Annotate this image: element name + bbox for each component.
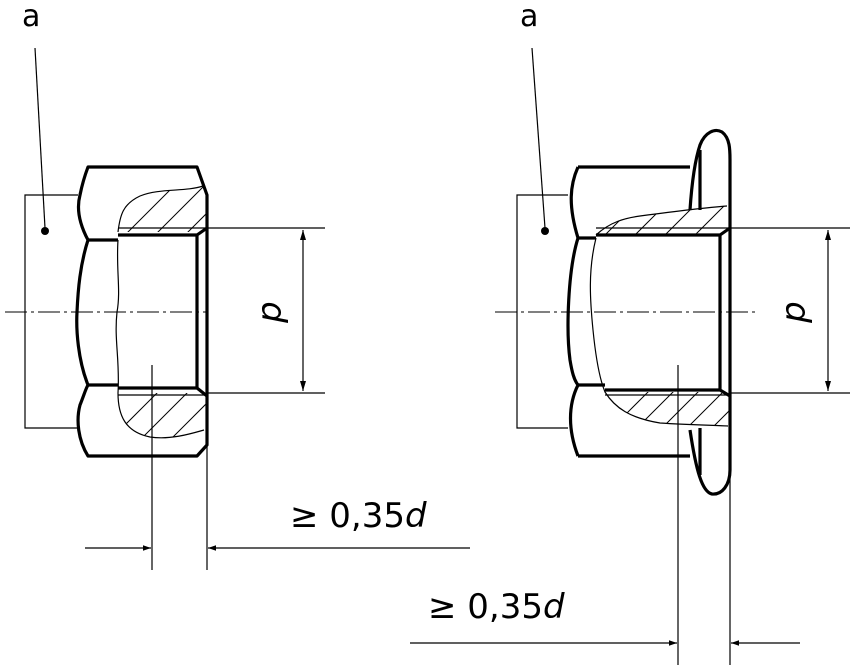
callout-label-a: a [520, 0, 538, 34]
section-hatch [118, 186, 207, 232]
break-line [115, 239, 205, 439]
left-nut-view: a d ≥ 0,35d [5, 0, 470, 570]
flange-outline [688, 128, 732, 496]
leader-dot [541, 227, 549, 235]
right-flanged-nut-view: a d ≥ 0,35d [410, 0, 850, 665]
diameter-label: d [253, 301, 293, 323]
diameter-label: d [777, 301, 817, 323]
leader-dot [41, 227, 49, 235]
break-line-top [117, 185, 204, 233]
nut-outline [75, 165, 209, 458]
nut-outline [566, 165, 690, 458]
callout-label-a: a [22, 0, 40, 34]
section-hatch [596, 206, 730, 235]
leader-line [34, 47, 46, 229]
thickness-dimension-label: ≥ 0,35d [428, 587, 565, 627]
thickness-dimension-label: ≥ 0,35d [290, 496, 427, 536]
section-hatch [118, 393, 207, 438]
break-line [589, 237, 729, 427]
break-line-top [595, 205, 728, 236]
leader-line [531, 47, 546, 229]
